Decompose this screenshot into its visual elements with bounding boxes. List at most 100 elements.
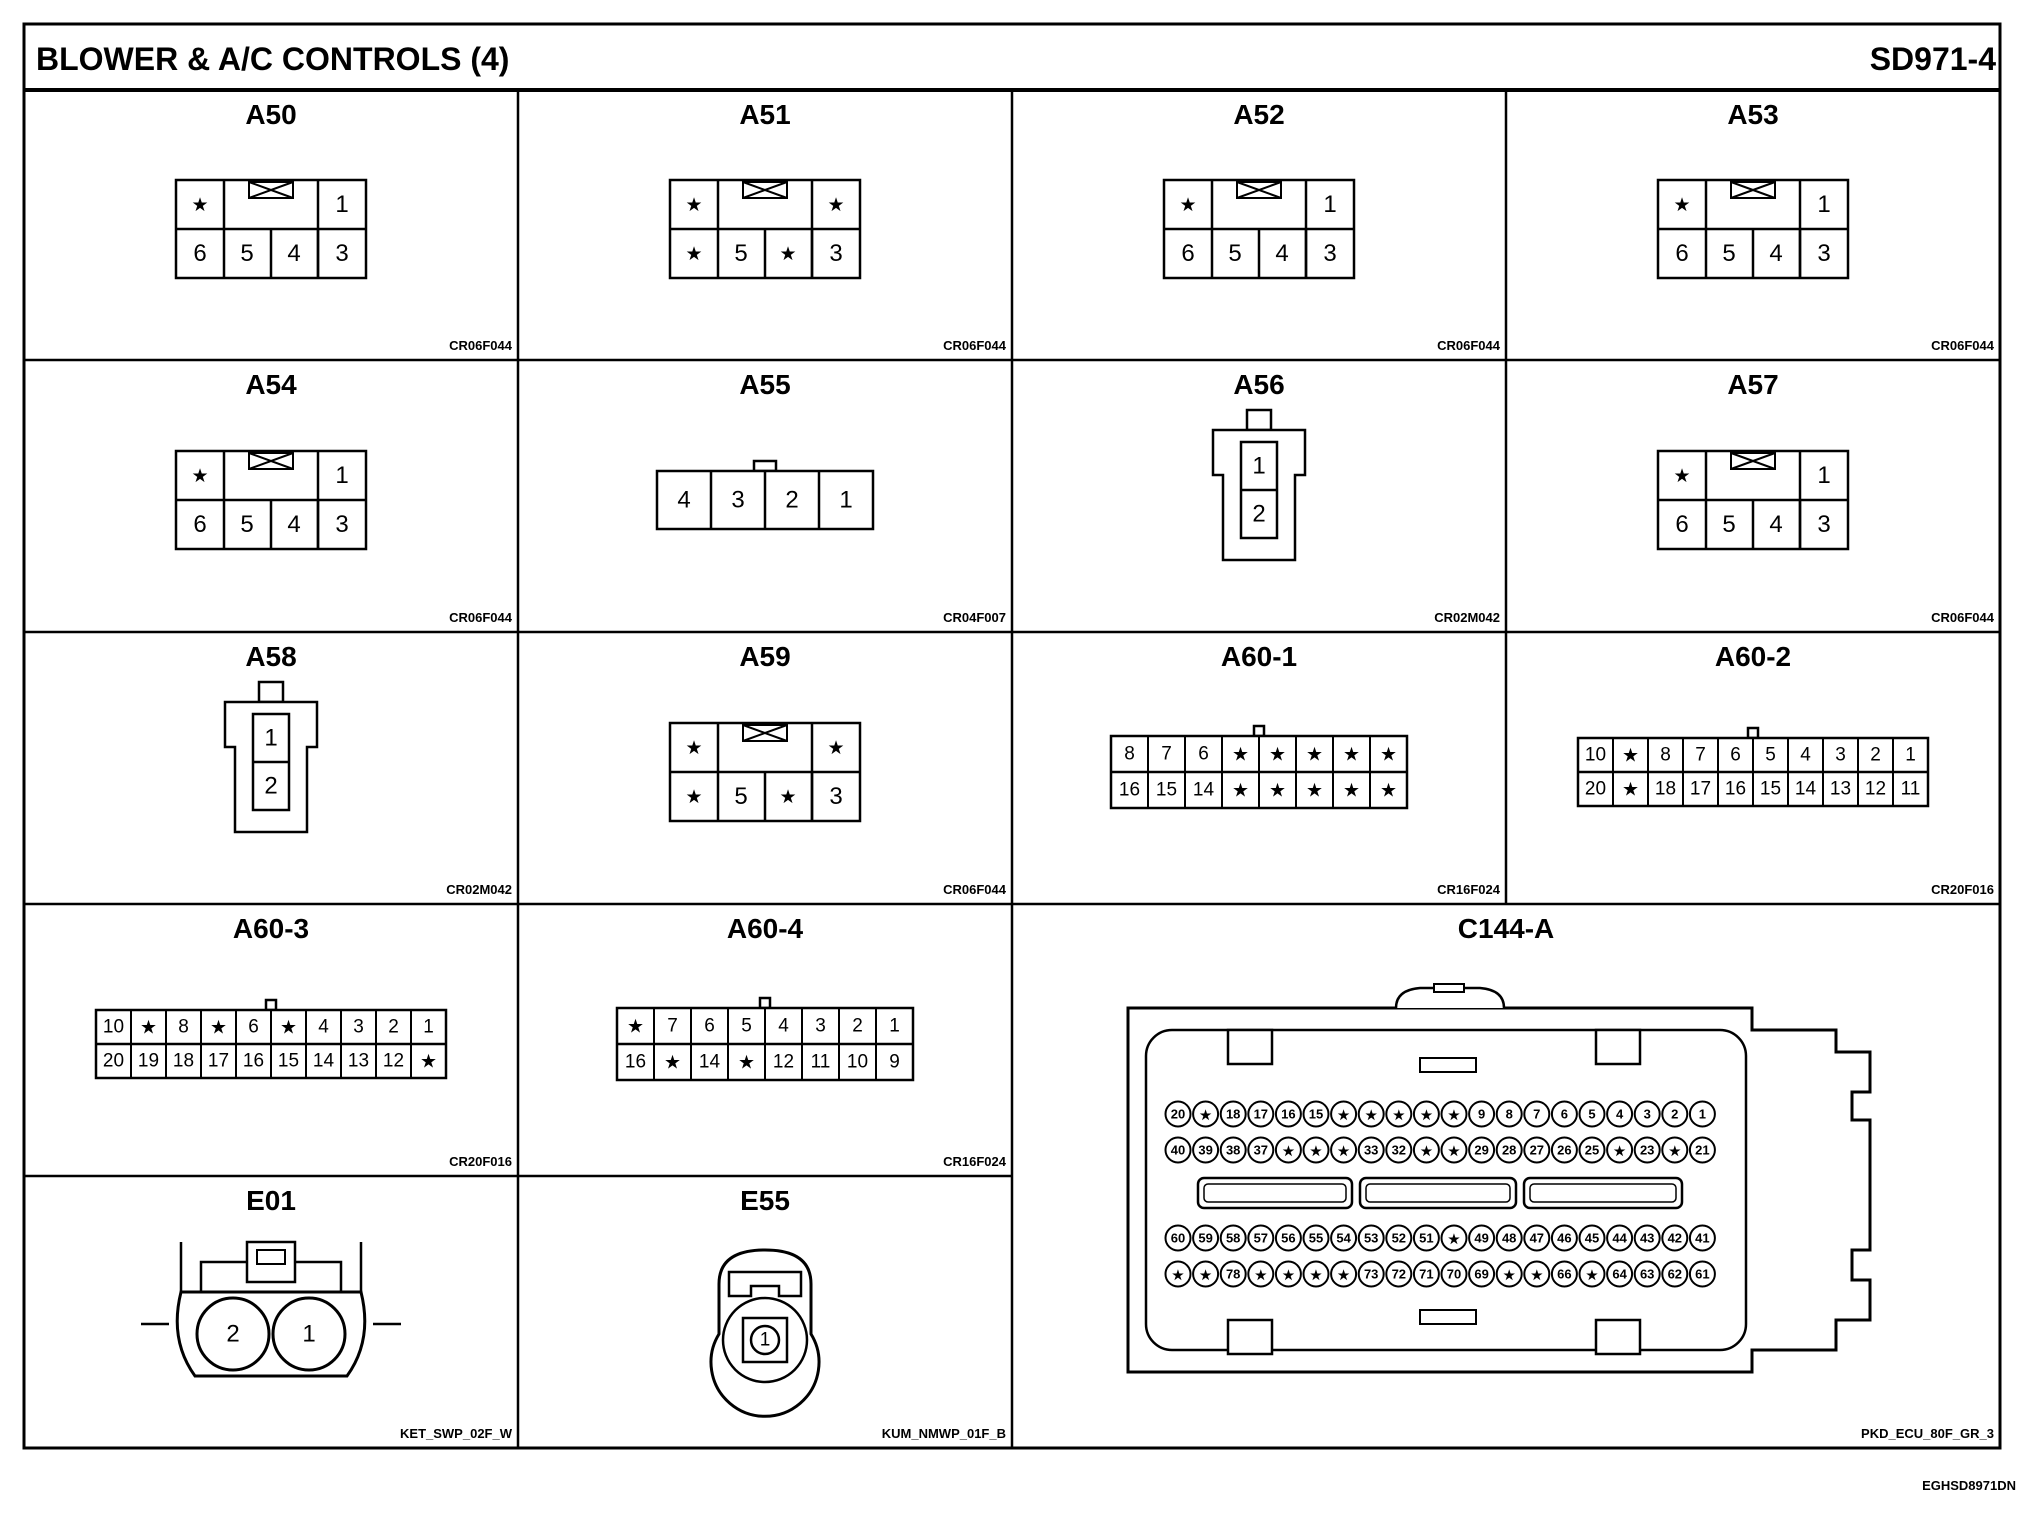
ecu-pin — [1606, 1136, 1634, 1164]
ecu-pin — [1219, 1100, 1247, 1128]
empty-pin-star: ★ — [1255, 1268, 1267, 1283]
pin-label: 4 — [1275, 240, 1288, 267]
ecu-pin — [1468, 1100, 1496, 1128]
ecu-pin — [1440, 1224, 1468, 1252]
pin-label: 57 — [1254, 1231, 1268, 1246]
empty-pin-star: ★ — [1283, 1268, 1295, 1283]
part-number: CR02M042 — [446, 882, 512, 897]
pin-label: 25 — [1585, 1143, 1599, 1158]
pin-label: 16 — [625, 1052, 646, 1073]
pin-label: 11 — [811, 1052, 831, 1073]
pin-label: 4 — [1800, 745, 1811, 766]
pin-label: 15 — [1760, 779, 1781, 800]
pin-label: 37 — [1254, 1143, 1268, 1158]
pin-label: 17 — [208, 1051, 229, 1072]
ecu-pin — [1192, 1224, 1220, 1252]
ecu-pin — [1495, 1100, 1523, 1128]
ecu-pin — [1606, 1100, 1634, 1128]
pin-label: 53 — [1364, 1231, 1378, 1246]
empty-pin-star: ★ — [1448, 1108, 1460, 1123]
part-number: CR06F044 — [1931, 610, 1995, 625]
ecu-pin — [1523, 1100, 1551, 1128]
pin-label: 17 — [1254, 1107, 1268, 1122]
empty-pin-star: ★ — [1343, 745, 1360, 766]
connector-name: A50 — [245, 99, 296, 130]
pin-label: 6 — [1730, 745, 1741, 766]
pin-label: 69 — [1474, 1267, 1488, 1282]
pin-label: 70 — [1447, 1267, 1461, 1282]
pin-label: 52 — [1392, 1231, 1406, 1246]
empty-pin-star: ★ — [1421, 1108, 1433, 1123]
pin-label: 8 — [178, 1017, 189, 1038]
pin-label: 54 — [1336, 1231, 1351, 1246]
empty-pin-star: ★ — [1622, 746, 1639, 767]
pin-label: 60 — [1171, 1231, 1185, 1246]
pin-label: 3 — [1644, 1107, 1651, 1122]
page-code: SD971-4 — [1870, 41, 1997, 77]
ecu-center-guide — [1358, 1176, 1518, 1210]
empty-pin-star: ★ — [1503, 1268, 1515, 1283]
part-number: CR20F016 — [1931, 882, 1994, 897]
empty-pin-star: ★ — [685, 738, 702, 759]
pin-label: 2 — [1252, 501, 1265, 528]
part-number: CR06F044 — [1931, 338, 1995, 353]
ecu-pin — [1661, 1100, 1689, 1128]
pin-label: 2 — [1870, 745, 1881, 766]
empty-pin-star: ★ — [191, 466, 208, 487]
ecu-pin — [1688, 1224, 1716, 1252]
ecu-pin — [1468, 1224, 1496, 1252]
page-title: BLOWER & A/C CONTROLS (4) — [36, 41, 509, 77]
pin-label: 14 — [1795, 779, 1817, 800]
latch-x-icon — [248, 181, 294, 199]
pin-label: 6 — [248, 1017, 259, 1038]
pin-label: 66 — [1557, 1267, 1571, 1282]
pin-label: 12 — [383, 1051, 404, 1072]
pin-label: 4 — [318, 1017, 329, 1038]
pin-label: 39 — [1198, 1143, 1212, 1158]
ecu-pin — [1578, 1260, 1606, 1288]
ecu-pin — [1661, 1136, 1689, 1164]
empty-pin-star: ★ — [1232, 781, 1249, 802]
ecu-pin — [1523, 1260, 1551, 1288]
ecu-pin — [1468, 1260, 1496, 1288]
pin-label: 21 — [1695, 1143, 1709, 1158]
empty-pin-star: ★ — [1200, 1268, 1212, 1283]
lock-tab-inner — [256, 1249, 286, 1265]
pin-label: 8 — [1124, 744, 1135, 765]
connector-name: C144-A — [1458, 913, 1554, 944]
pin-label: 8 — [1660, 745, 1671, 766]
pin-label: 3 — [731, 487, 744, 514]
ecu-top-tab — [1433, 983, 1465, 993]
ecu-pin — [1606, 1260, 1634, 1288]
connector-name: E01 — [246, 1185, 296, 1216]
part-number: CR06F044 — [943, 338, 1007, 353]
empty-pin-star: ★ — [1622, 780, 1639, 801]
pin-label: 44 — [1612, 1231, 1627, 1246]
pin-label: 2 — [1671, 1107, 1678, 1122]
pin-label: 4 — [1616, 1107, 1624, 1122]
ecu-pin — [1523, 1224, 1551, 1252]
pin-label: 1 — [1817, 191, 1830, 218]
empty-pin-star: ★ — [1614, 1144, 1626, 1159]
pin-label: 4 — [1769, 240, 1782, 267]
empty-pin-star: ★ — [1669, 1144, 1681, 1159]
pin-label: 3 — [829, 783, 842, 810]
pin-label: 7 — [667, 1016, 678, 1037]
pin-label: 9 — [1478, 1107, 1485, 1122]
ecu-pin — [1550, 1100, 1578, 1128]
ecu-pin — [1412, 1224, 1440, 1252]
pin-label: 3 — [1323, 240, 1336, 267]
pin-label: 14 — [313, 1051, 335, 1072]
pin-cavity — [271, 1296, 347, 1372]
pin-label: 6 — [1198, 744, 1209, 765]
ecu-pin — [1440, 1100, 1468, 1128]
pin-label: 2 — [388, 1017, 399, 1038]
